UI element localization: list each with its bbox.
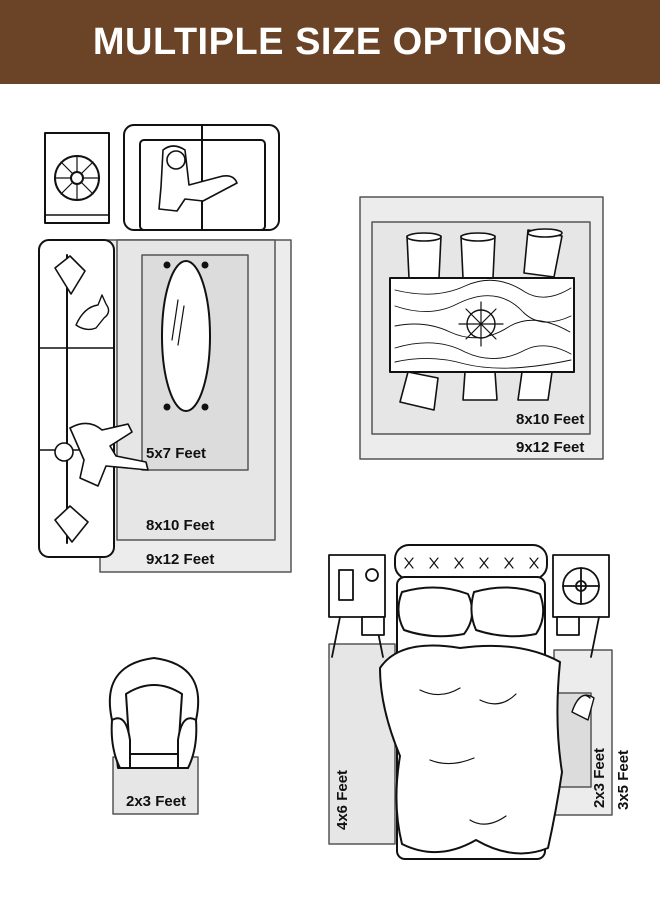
living-room-layout: 5x7 Feet 8x10 Feet 9x12 Feet (38, 124, 292, 573)
nightstand-right-icon (552, 554, 610, 658)
cat-icon (75, 294, 110, 331)
banner-title: MULTIPLE SIZE OPTIONS (92, 20, 568, 63)
label-bed-2x3: 2x3 Feet (591, 748, 608, 808)
dining-table-icon (389, 277, 575, 373)
slippers-icon (571, 694, 595, 721)
label-bed-3x5: 3x5 Feet (615, 750, 632, 810)
label-8x10: 8x10 Feet (146, 517, 214, 534)
title-banner: MULTIPLE SIZE OPTIONS (0, 0, 660, 84)
coffee-table-icon (161, 260, 211, 412)
label-dining-9x12: 9x12 Feet (516, 439, 584, 456)
armchair-layout: 2x3 Feet (108, 657, 200, 815)
side-table-fan-icon (44, 132, 110, 224)
label-bed-4x6: 4x6 Feet (334, 770, 351, 830)
dining-room-layout: 8x10 Feet 9x12 Feet (359, 196, 604, 460)
bed-icon (379, 544, 563, 860)
label-chair-2x3: 2x3 Feet (126, 793, 186, 810)
loveseat-icon (123, 124, 280, 231)
bedroom-layout: 4x6 Feet 2x3 Feet 3x5 Feet (328, 544, 632, 860)
sectional-sofa-icon (38, 239, 149, 558)
armchair-icon (108, 657, 200, 769)
label-5x7: 5x7 Feet (146, 445, 206, 462)
label-dining-8x10: 8x10 Feet (516, 411, 584, 428)
person-icon (54, 422, 149, 487)
label-9x12: 9x12 Feet (146, 551, 214, 568)
nightstand-left-icon (328, 554, 386, 658)
